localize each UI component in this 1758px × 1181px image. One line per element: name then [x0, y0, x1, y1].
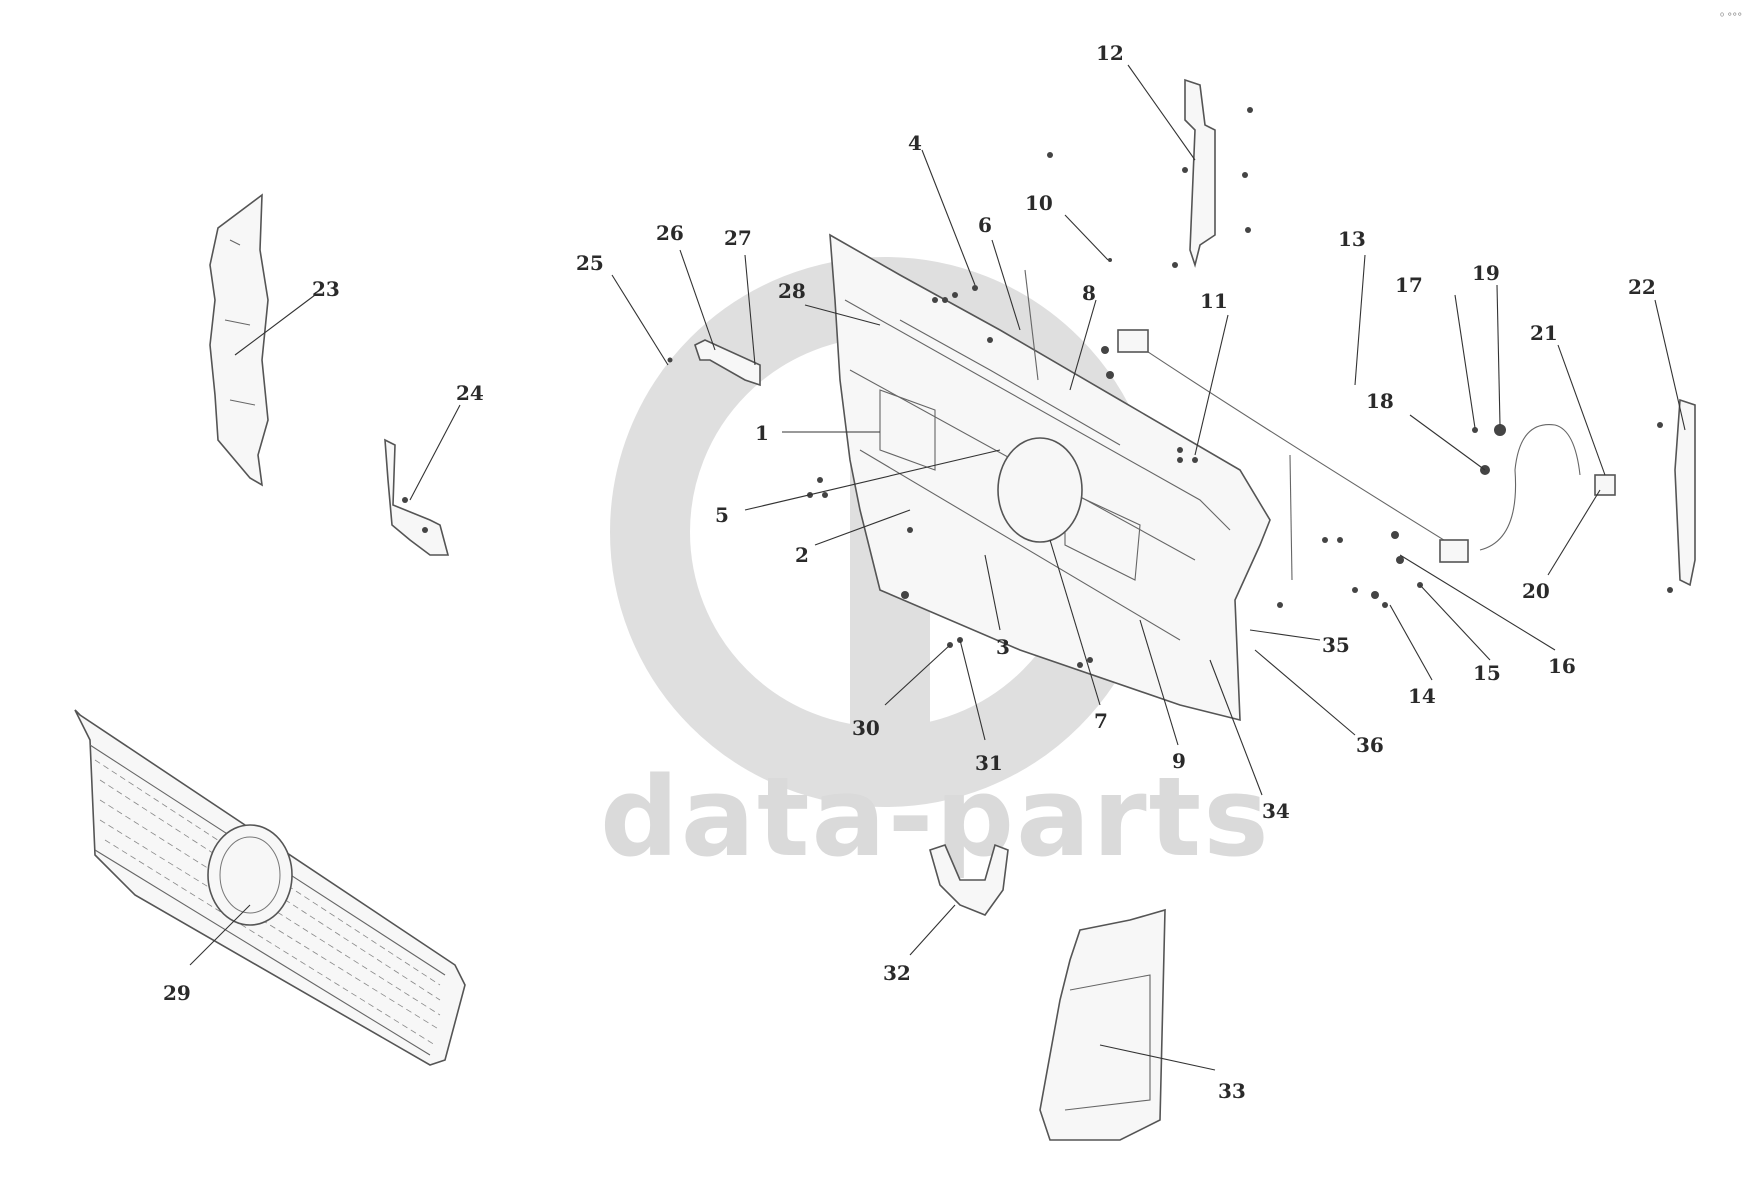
label-5: 5	[715, 503, 729, 527]
label-11: 11	[1200, 289, 1228, 313]
callout-labels: 1 2 3 4 5 6 7 8 9 10 11 12 13 14 15 16 1…	[163, 41, 1656, 1103]
label-27: 27	[724, 226, 752, 250]
label-6: 6	[978, 213, 992, 237]
label-23: 23	[312, 277, 340, 301]
leader-lines	[189, 64, 1686, 1071]
label-21: 21	[1530, 321, 1558, 345]
label-8: 8	[1082, 281, 1096, 305]
part-23-side-bracket	[209, 193, 269, 487]
label-3: 3	[996, 635, 1010, 659]
label-32: 32	[883, 961, 911, 985]
label-26: 26	[656, 221, 684, 245]
label-20: 20	[1522, 579, 1550, 603]
label-1: 1	[755, 421, 769, 445]
label-13: 13	[1338, 227, 1366, 251]
label-35: 35	[1322, 633, 1350, 657]
label-10: 10	[1025, 191, 1053, 215]
main-front-panel	[829, 233, 1271, 722]
label-12: 12	[1096, 41, 1124, 65]
label-15: 15	[1473, 661, 1501, 685]
label-14: 14	[1408, 684, 1436, 708]
struts	[1024, 269, 1293, 581]
label-18: 18	[1366, 389, 1394, 413]
label-31: 31	[975, 751, 1003, 775]
label-33: 33	[1218, 1079, 1246, 1103]
part-24-bracket	[384, 438, 450, 556]
part-22-bracket	[1674, 398, 1696, 587]
label-28: 28	[778, 279, 806, 303]
label-29: 29	[163, 981, 191, 1005]
label-30: 30	[852, 716, 880, 740]
label-36: 36	[1356, 733, 1384, 757]
label-16: 16	[1548, 654, 1576, 678]
fasteners	[667, 107, 1673, 668]
part-12-bracket	[1184, 78, 1216, 268]
label-7: 7	[1094, 709, 1108, 733]
label-2: 2	[795, 543, 809, 567]
label-34: 34	[1262, 799, 1290, 823]
label-17: 17	[1395, 273, 1423, 297]
label-19: 19	[1472, 261, 1500, 285]
label-22: 22	[1628, 275, 1656, 299]
part-13-cable	[1117, 329, 1616, 563]
part-32-bracket	[929, 843, 1009, 916]
label-24: 24	[456, 381, 484, 405]
part-33-corner-panel	[1039, 908, 1166, 1141]
part-29-grille	[74, 709, 466, 1066]
label-9: 9	[1172, 749, 1186, 773]
label-4: 4	[908, 131, 922, 155]
label-25: 25	[576, 251, 604, 275]
part-27-handle	[694, 339, 761, 387]
corner-mark: ⁰ °°°	[1720, 12, 1742, 23]
